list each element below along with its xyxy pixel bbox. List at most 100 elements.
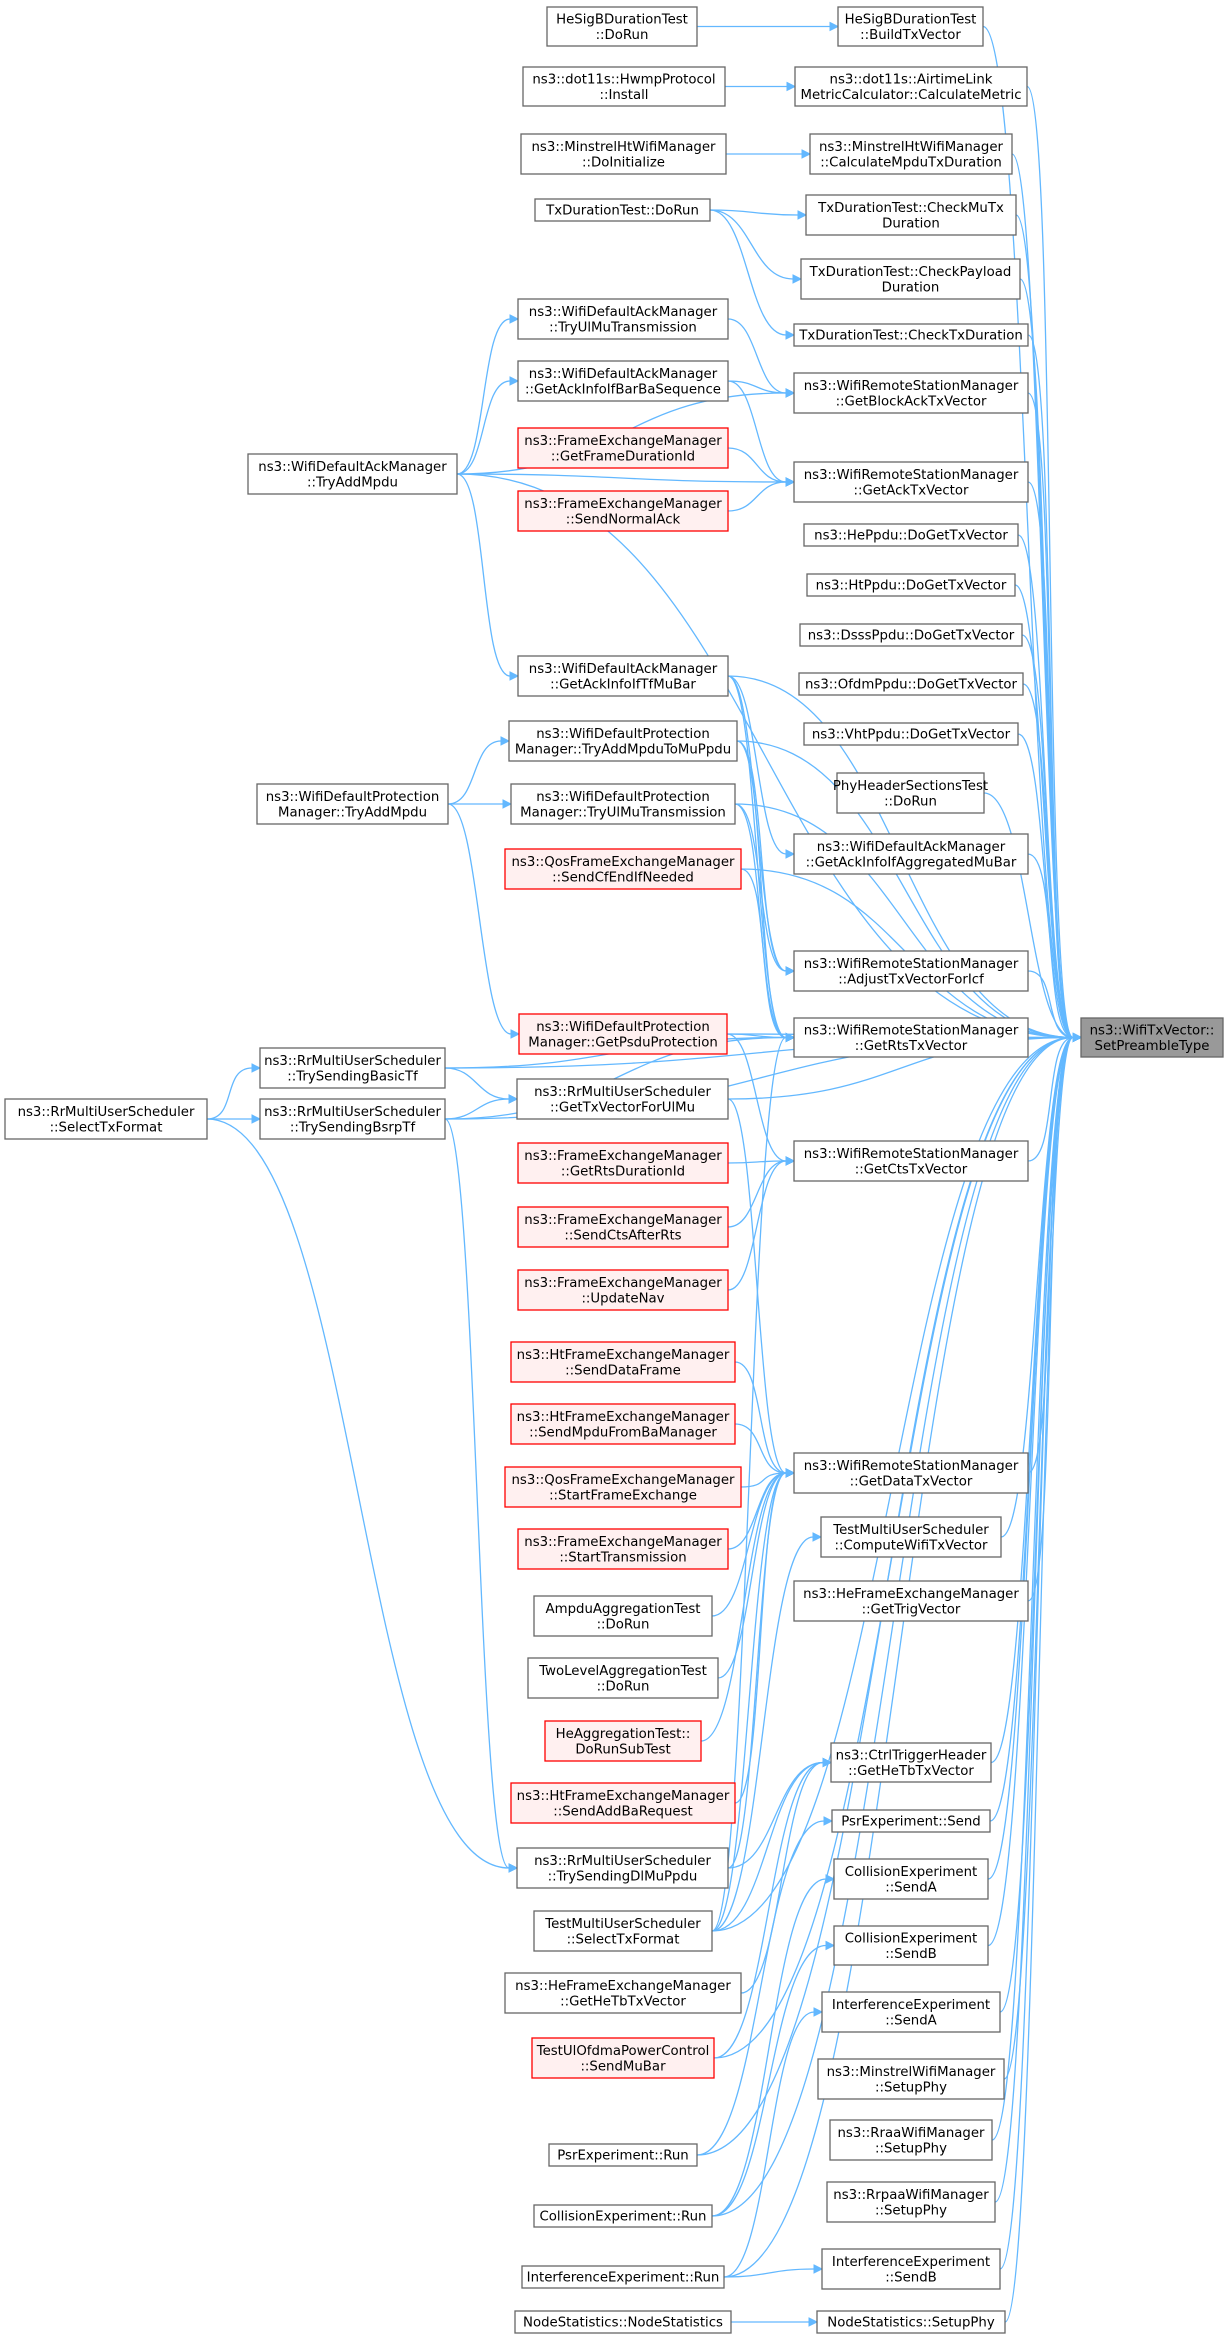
node-label: ::CalculateMpduTxDuration bbox=[820, 155, 1002, 170]
node-r2[interactable]: ns3::dot11s::AirtimeLinkMetricCalculator… bbox=[794, 66, 1028, 107]
node-m28[interactable]: ns3::HeFrameExchangeManager::GetHeTbTxVe… bbox=[504, 1972, 742, 2014]
edge-line bbox=[723, 2268, 815, 2278]
node-box bbox=[1080, 1017, 1224, 1058]
node-r19[interactable]: ns3::WifiRemoteStationManager::GetDataTx… bbox=[793, 1452, 1029, 1494]
node-box bbox=[518, 1013, 728, 1055]
node-r6[interactable]: TxDurationTest::CheckTxDuration bbox=[793, 323, 1029, 347]
node-m14[interactable]: ns3::RrMultiUserScheduler::GetTxVectorFo… bbox=[516, 1078, 729, 1120]
node-r27[interactable]: ns3::MinstrelWifiManager::SetupPhy bbox=[817, 2058, 1005, 2100]
node-m18[interactable]: ns3::HtFrameExchangeManager::SendDataFra… bbox=[510, 1341, 736, 1383]
node-r12[interactable]: ns3::OfdmPpdu::DoGetTxVector bbox=[798, 672, 1024, 696]
node-m22[interactable]: AmpduAggregationTest::DoRun bbox=[533, 1595, 713, 1637]
node-label: ns3::RrpaaWifiManager bbox=[833, 2188, 989, 2203]
node-r21[interactable]: ns3::HeFrameExchangeManager::GetTrigVect… bbox=[793, 1580, 1029, 1622]
edge-line bbox=[1027, 1036, 1074, 1162]
node-r3[interactable]: ns3::MinstrelHtWifiManager::CalculateMpd… bbox=[809, 133, 1013, 175]
node-m16[interactable]: ns3::FrameExchangeManager::SendCtsAfterR… bbox=[517, 1206, 729, 1248]
node-m9[interactable]: ns3::WifiDefaultAckManager::GetAckInfoIf… bbox=[517, 655, 729, 697]
node-m19[interactable]: ns3::HtFrameExchangeManager::SendMpduFro… bbox=[510, 1403, 736, 1445]
node-r15[interactable]: ns3::WifiDefaultAckManager::GetAckInfoIf… bbox=[793, 833, 1029, 875]
edge-m32-to-r26 bbox=[723, 2007, 824, 2278]
edge-m8-to-r8 bbox=[727, 477, 796, 512]
edge-line bbox=[999, 1036, 1074, 2013]
node-label: ns3::WifiDefaultAckManager bbox=[529, 662, 718, 677]
node-m15[interactable]: ns3::FrameExchangeManager::GetRtsDuratio… bbox=[517, 1142, 729, 1184]
node-m13[interactable]: ns3::WifiDefaultProtectionManager::GetPs… bbox=[518, 1013, 728, 1055]
node-box bbox=[837, 6, 984, 47]
node-m23[interactable]: TwoLevelAggregationTest::DoRun bbox=[527, 1657, 719, 1699]
node-r18[interactable]: ns3::WifiRemoteStationManager::GetCtsTxV… bbox=[793, 1140, 1029, 1182]
node-label: ns3::RrMultiUserScheduler bbox=[264, 1054, 441, 1069]
edge-line bbox=[1022, 683, 1074, 1039]
node-r10[interactable]: ns3::HtPpdu::DoGetTxVector bbox=[806, 573, 1016, 597]
node-r17[interactable]: ns3::WifiRemoteStationManager::GetRtsTxV… bbox=[793, 1017, 1029, 1058]
node-m20[interactable]: ns3::QosFrameExchangeManager::StartFrame… bbox=[504, 1466, 742, 1508]
node-box bbox=[510, 1403, 736, 1445]
node-m3[interactable]: ns3::MinstrelHtWifiManager::DoInitialize bbox=[520, 133, 727, 175]
node-label: Manager::TryAddMpduToMuPpdu bbox=[515, 742, 731, 757]
node-r8[interactable]: ns3::WifiRemoteStationManager::GetAckTxV… bbox=[793, 461, 1029, 503]
node-box bbox=[517, 1142, 729, 1184]
node-r24[interactable]: CollisionExperiment::SendA bbox=[833, 1858, 989, 1900]
node-r22[interactable]: ns3::CtrlTriggerHeader::GetHeTbTxVector bbox=[830, 1742, 992, 1783]
node-r20[interactable]: TestMultiUserScheduler::ComputeWifiTxVec… bbox=[820, 1516, 1002, 1558]
node-label: ::TrySendingBasicTf bbox=[287, 1069, 418, 1084]
node-m7[interactable]: ns3::FrameExchangeManager::GetFrameDurat… bbox=[517, 427, 729, 469]
node-m12[interactable]: ns3::QosFrameExchangeManager::SendCfEndI… bbox=[504, 848, 742, 890]
node-box bbox=[4, 1098, 208, 1140]
node-m6[interactable]: ns3::WifiDefaultAckManager::GetAckInfoIf… bbox=[517, 360, 729, 402]
node-m26[interactable]: ns3::RrMultiUserScheduler::TrySendingDlM… bbox=[516, 1847, 729, 1889]
node-l0[interactable]: ns3::RrMultiUserScheduler::SelectTxForma… bbox=[4, 1098, 208, 1140]
node-root[interactable]: ns3::WifiTxVector::SetPreambleType bbox=[1080, 1017, 1224, 1058]
arrowhead-icon bbox=[825, 1940, 836, 1951]
node-m11[interactable]: ns3::WifiDefaultProtectionManager::TryUl… bbox=[510, 783, 736, 825]
node-r28[interactable]: ns3::RraaWifiManager::SetupPhy bbox=[829, 2119, 993, 2161]
node-m4[interactable]: TxDurationTest::DoRun bbox=[534, 198, 711, 222]
node-r14[interactable]: PhyHeaderSectionsTest::DoRun bbox=[833, 772, 988, 814]
node-r23[interactable]: PsrExperiment::Send bbox=[831, 1809, 991, 1833]
node-m10[interactable]: ns3::WifiDefaultProtectionManager::TryAd… bbox=[508, 720, 738, 762]
node-r26[interactable]: InterferenceExperiment::SendA bbox=[821, 1991, 1001, 2033]
node-m24[interactable]: HeAggregationTest::DoRunSubTest bbox=[544, 1720, 702, 1762]
node-m32[interactable]: InterferenceExperiment::Run bbox=[521, 2265, 725, 2289]
node-m25[interactable]: ns3::HtFrameExchangeManager::SendAddBaRe… bbox=[510, 1782, 736, 1824]
node-m5[interactable]: ns3::WifiDefaultAckManager::TryUlMuTrans… bbox=[517, 298, 729, 340]
node-r29[interactable]: ns3::RrpaaWifiManager::SetupPhy bbox=[826, 2181, 996, 2223]
node-l1[interactable]: ns3::WifiDefaultAckManager::TryAddMpdu bbox=[247, 453, 458, 495]
node-l3[interactable]: ns3::RrMultiUserScheduler::TrySendingBas… bbox=[259, 1047, 446, 1089]
edge-line bbox=[723, 2011, 815, 2278]
node-label: TxDurationTest::CheckMuTx bbox=[817, 201, 1004, 216]
node-m8[interactable]: ns3::FrameExchangeManager::SendNormalAck bbox=[517, 490, 729, 532]
node-box bbox=[806, 573, 1016, 597]
node-m30[interactable]: PsrExperiment::Run bbox=[548, 2143, 698, 2167]
node-m29[interactable]: TestUlOfdmaPowerControl::SendMuBar bbox=[531, 2037, 715, 2079]
node-m27[interactable]: TestMultiUserScheduler::SelectTxFormat bbox=[533, 1910, 713, 1952]
node-m31[interactable]: CollisionExperiment::Run bbox=[533, 2204, 713, 2228]
node-m2[interactable]: ns3::dot11s::HwmpProtocol::Install bbox=[522, 66, 726, 107]
node-label: ::GetBlockAckTxVector bbox=[836, 394, 987, 409]
node-label: ::SendMpduFromBaManager bbox=[529, 1425, 717, 1440]
node-l2[interactable]: ns3::WifiDefaultProtectionManager::TryAd… bbox=[256, 783, 449, 825]
arrowhead-icon bbox=[801, 149, 812, 159]
node-m17[interactable]: ns3::FrameExchangeManager::UpdateNav bbox=[517, 1269, 729, 1311]
node-r31[interactable]: NodeStatistics::SetupPhy bbox=[816, 2310, 1006, 2334]
node-m21[interactable]: ns3::FrameExchangeManager::StartTransmis… bbox=[517, 1528, 729, 1570]
node-r16[interactable]: ns3::WifiRemoteStationManager::AdjustTxV… bbox=[793, 950, 1029, 992]
node-r9[interactable]: ns3::HePpdu::DoGetTxVector bbox=[803, 523, 1019, 547]
node-l4[interactable]: ns3::RrMultiUserScheduler::TrySendingBsr… bbox=[259, 1098, 446, 1140]
node-label: MetricCalculator::CalculateMetric bbox=[800, 88, 1021, 103]
node-r1[interactable]: HeSigBDurationTest::BuildTxVector bbox=[837, 6, 984, 47]
node-r11[interactable]: ns3::DsssPpdu::DoGetTxVector bbox=[799, 623, 1023, 647]
node-m1[interactable]: HeSigBDurationTest::DoRun bbox=[546, 6, 698, 47]
edge-line bbox=[1011, 153, 1074, 1039]
node-r7[interactable]: ns3::WifiRemoteStationManager::GetBlockA… bbox=[793, 372, 1029, 414]
node-box bbox=[517, 490, 729, 532]
node-label: ns3::FrameExchangeManager bbox=[524, 1276, 722, 1291]
node-m33[interactable]: NodeStatistics::NodeStatistics bbox=[514, 2310, 732, 2334]
edge-l0-to-m26 bbox=[206, 1118, 519, 1873]
node-r25[interactable]: CollisionExperiment::SendB bbox=[833, 1925, 989, 1966]
node-r30[interactable]: InterferenceExperiment::SendB bbox=[821, 2248, 1001, 2290]
node-r13[interactable]: ns3::VhtPpdu::DoGetTxVector bbox=[803, 722, 1019, 746]
